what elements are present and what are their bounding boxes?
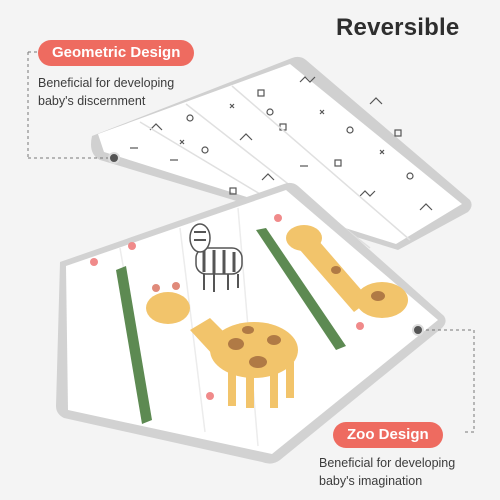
zoo-description-line2: baby's imagination: [319, 474, 423, 488]
giraffe-small-icon: [286, 225, 408, 318]
geometric-design-description: Beneficial for developing baby's discern…: [38, 74, 194, 110]
zebra-icon: [189, 223, 243, 292]
flower-icons: [90, 214, 364, 400]
zoo-description-line1: Beneficial for developing: [319, 456, 456, 470]
zoo-design-badge: Zoo Design: [333, 422, 443, 448]
callout-leaders: [27, 51, 475, 433]
geometric-shapes: [130, 76, 433, 211]
zoo-design-callout: Zoo Design Beneficial for developing bab…: [319, 422, 455, 490]
geometric-design-badge: Geometric Design: [38, 40, 195, 66]
growth-bar-right: [256, 228, 346, 350]
zoo-mat: [56, 182, 446, 464]
geometric-mat: [91, 56, 472, 250]
geometric-description-line2: baby's discernment: [38, 94, 146, 108]
geometric-description-line1: Beneficial for developing: [38, 76, 175, 90]
giraffe-large-icon: [146, 282, 298, 408]
zoo-design-description: Beneficial for developing baby's imagina…: [319, 454, 455, 490]
page-headline: Reversible: [336, 14, 460, 41]
geometric-design-callout: Geometric Design Beneficial for developi…: [38, 40, 195, 110]
growth-bar-left: [116, 266, 152, 424]
